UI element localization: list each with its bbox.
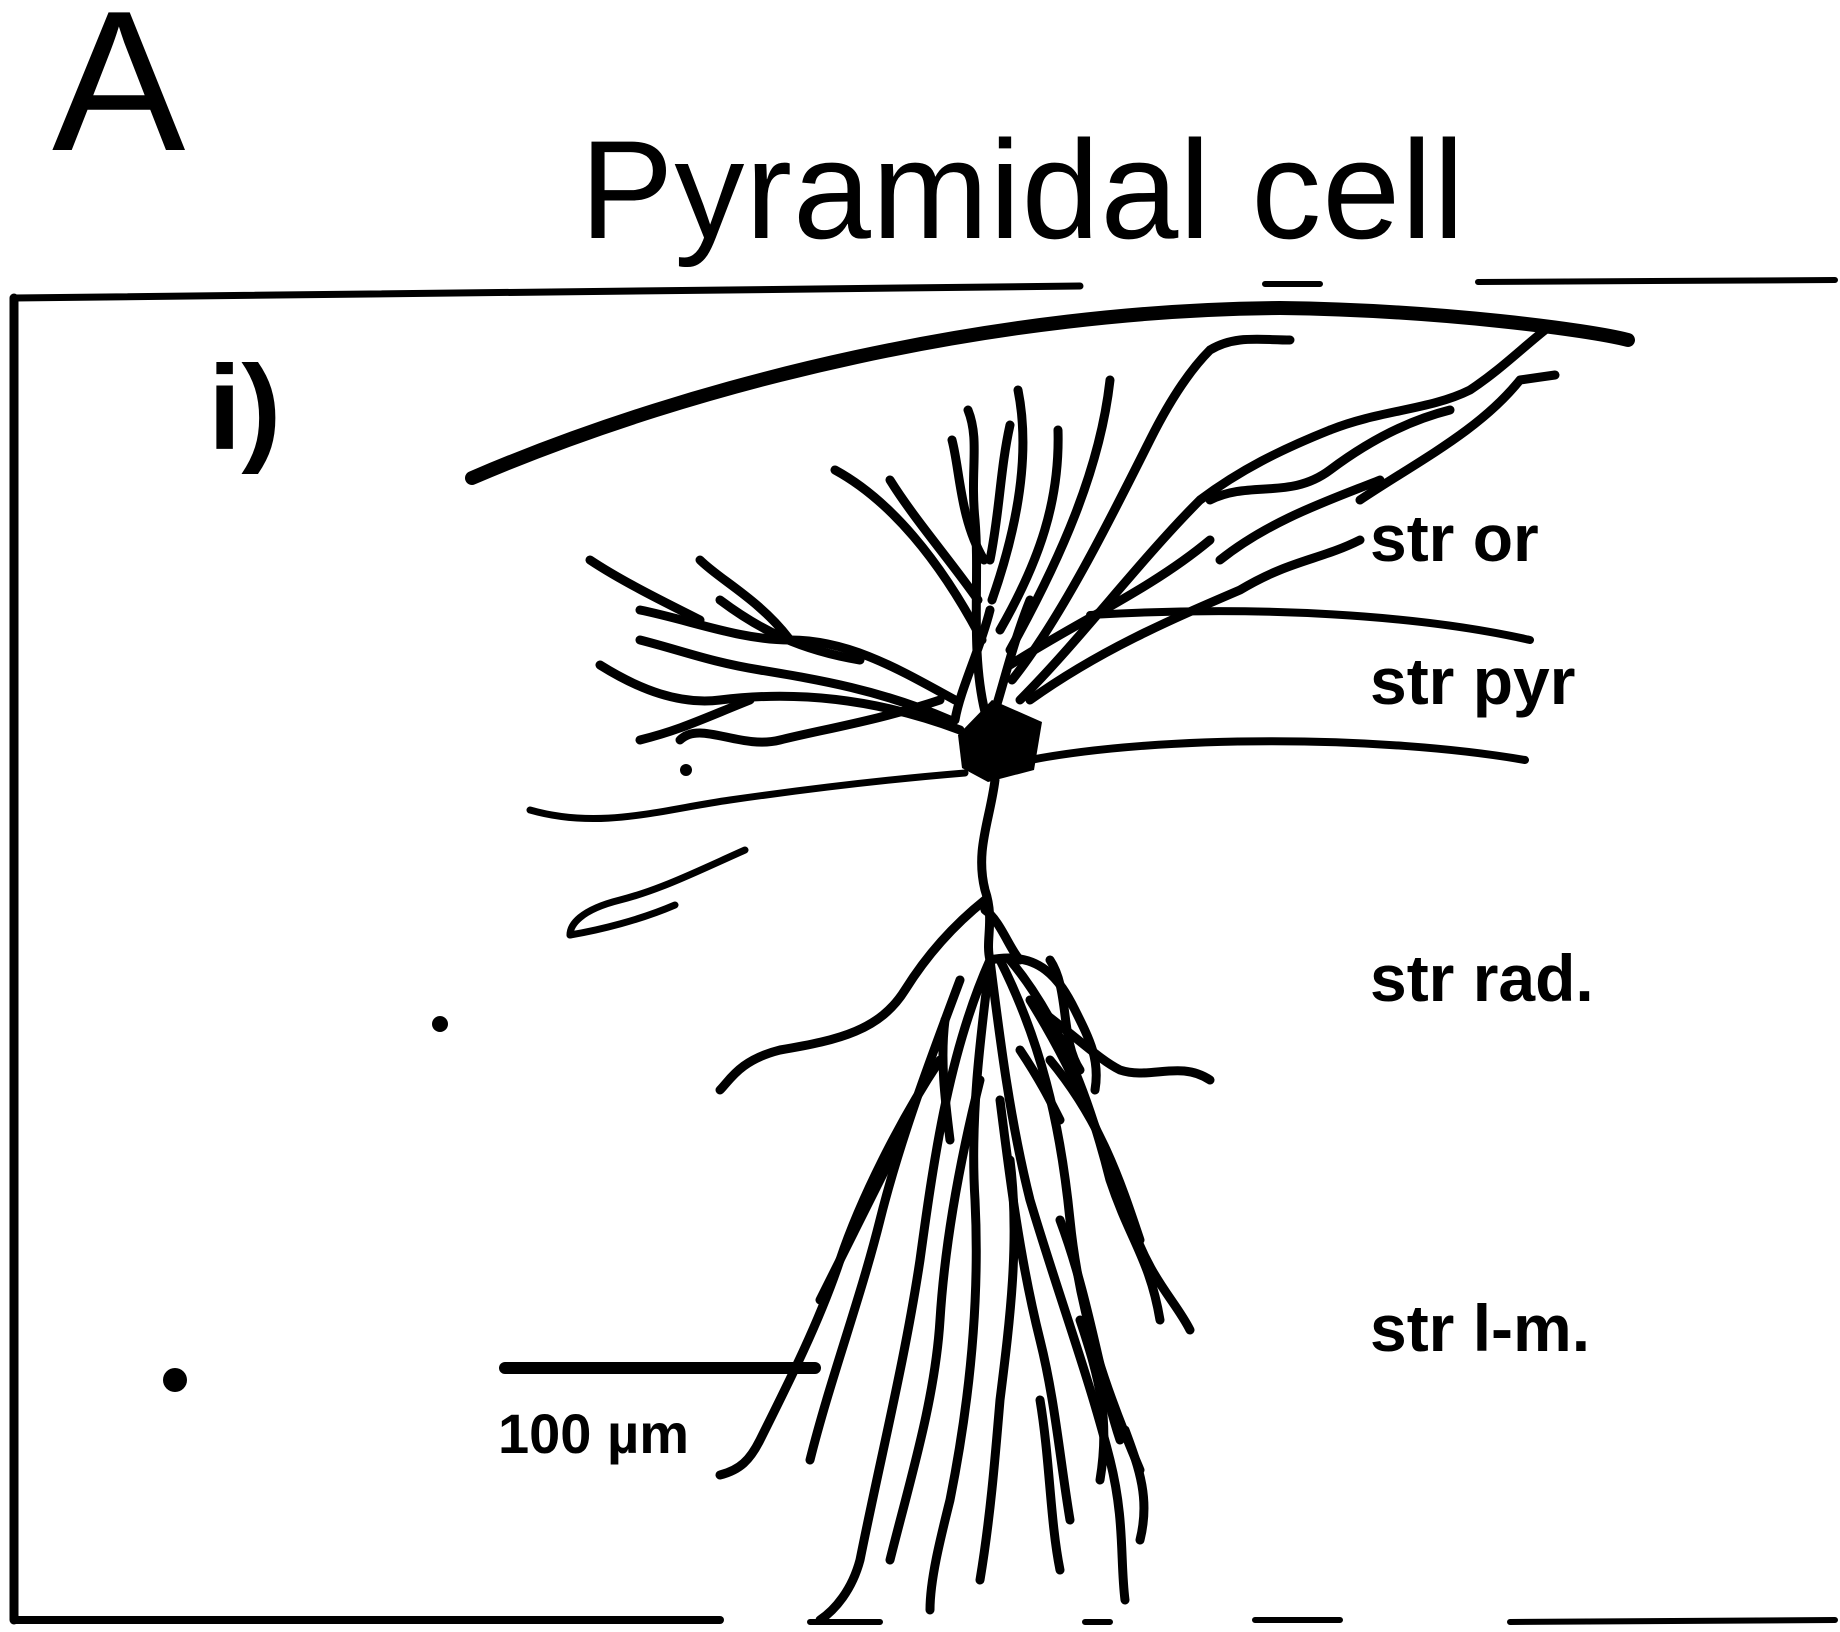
frame xyxy=(9,277,1838,1625)
soma xyxy=(958,700,1042,782)
layer-label-oriens: str or xyxy=(1370,501,1539,575)
panel-letter: A xyxy=(52,0,186,193)
scale-bar-label: 100 µm xyxy=(498,1402,690,1465)
figure-title: Pyramidal cell xyxy=(580,111,1466,268)
layer-label-pyramidale: str pyr xyxy=(1370,644,1576,718)
basal-dendrites xyxy=(585,325,1560,747)
layer-label-radiatum: str rad. xyxy=(1370,941,1594,1015)
apical-dendrites xyxy=(715,775,1215,1625)
layer-label-lacunosum-moleculare: str l-m. xyxy=(1370,1291,1591,1365)
layer-boundaries xyxy=(465,301,1635,764)
axon-collaterals xyxy=(526,769,969,939)
ink-specks xyxy=(163,764,692,1392)
subpanel-label: i) xyxy=(208,341,282,475)
